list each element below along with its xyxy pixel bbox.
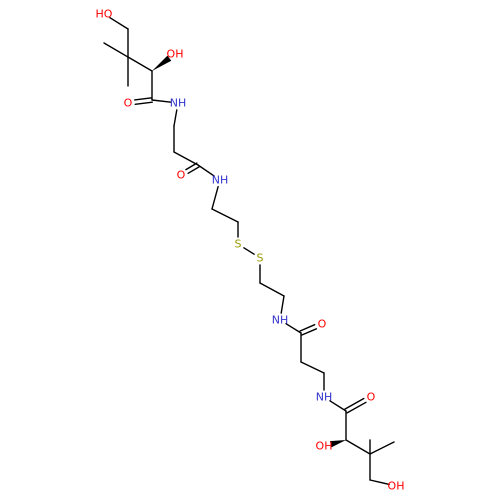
- bond-12: [173, 151, 199, 166]
- bond-5: [127, 56, 153, 72]
- atom-label-ho-bot: OH: [388, 480, 405, 493]
- bond-18: [243, 247, 255, 255]
- bond-layer: [103, 17, 395, 486]
- bond-16: [211, 208, 239, 223]
- bond-27: [329, 400, 347, 412]
- double-bond-b-28: [344, 397, 365, 410]
- bond-1: [109, 17, 129, 30]
- atom-label-o-bot2: O: [318, 318, 327, 331]
- double-bond-b-13: [187, 166, 200, 175]
- atom-label-nh-top2: NH: [212, 174, 229, 187]
- atom-label-nh-bot1: NH: [316, 391, 333, 404]
- atom-label-s2: S: [257, 252, 264, 265]
- atom-label-layer: HO OH O NH O NH S S NH O NH O OH OH: [96, 8, 405, 493]
- double-bond-a-13: [185, 162, 198, 171]
- atom-label-o-top1: O: [124, 97, 133, 110]
- bond-10: [173, 109, 178, 127]
- bond-15: [211, 185, 219, 210]
- bond-9: [151, 99, 172, 103]
- bond-21: [280, 295, 285, 314]
- double-bond-b-23: [299, 324, 316, 332]
- double-bond-a-23: [301, 328, 318, 336]
- atom-label-s1: S: [235, 238, 242, 251]
- bond-3: [103, 42, 129, 58]
- atom-label-ho-top: HO: [96, 8, 113, 21]
- wedge-bond-30: [329, 440, 346, 448]
- atom-label-nh-bot2: NH: [272, 314, 289, 327]
- wedge-bond-6: [152, 55, 172, 71]
- double-bond-b-8: [134, 101, 154, 106]
- bond-35: [369, 479, 390, 486]
- atom-label-oh-bot: OH: [316, 440, 333, 453]
- bond-20: [259, 282, 285, 297]
- atom-label-nh-top1: NH: [170, 97, 187, 110]
- bond-32: [369, 441, 395, 455]
- atom-label-oh-top: OH: [167, 48, 184, 61]
- atom-label-o-top2: O: [177, 169, 186, 182]
- double-bond-a-28: [346, 401, 367, 414]
- bond-31: [345, 439, 371, 455]
- bond-25: [300, 361, 325, 374]
- bond-22: [285, 323, 302, 334]
- atom-label-o-bot1: O: [367, 391, 376, 404]
- double-bond-a-8: [133, 97, 153, 101]
- bond-14: [197, 164, 215, 177]
